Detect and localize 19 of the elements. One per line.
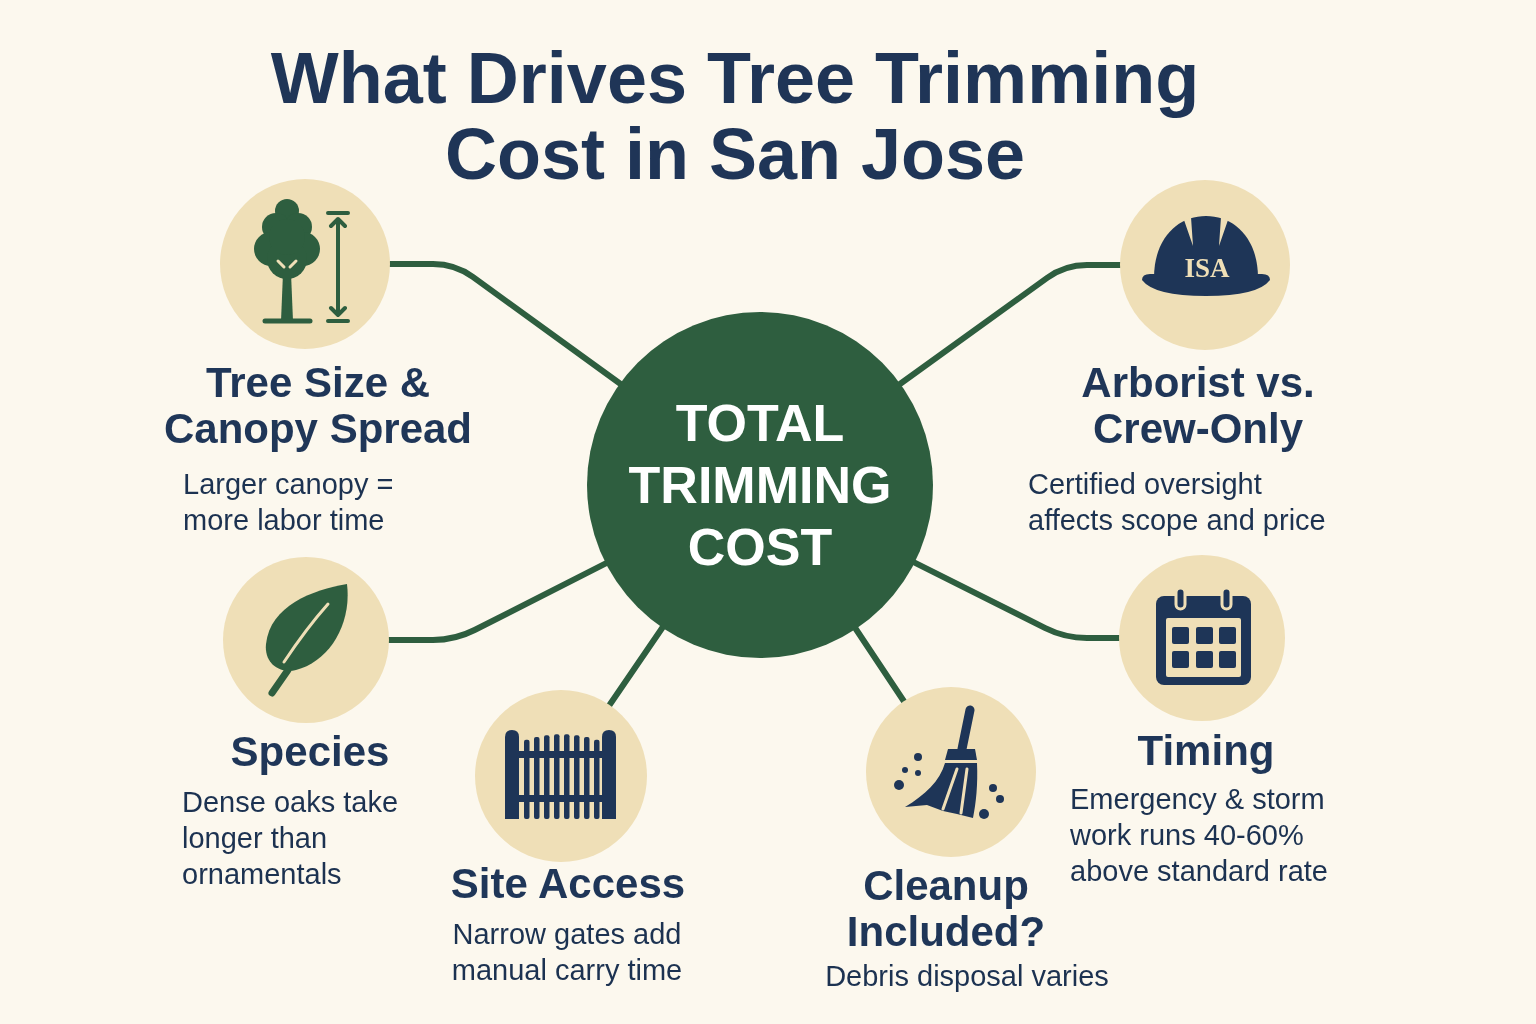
factor-description: Narrow gates add manual carry time [451,918,683,986]
connector-line [387,261,623,387]
factor-heading: Timing [1137,727,1275,774]
helmet-lettering: ISA [1184,254,1230,282]
factor-description: Certified oversight affects scope and price [1028,468,1326,536]
factor-description: Debris disposal varies [825,960,1109,992]
factor-description: Larger canopy = more labor time [183,468,394,536]
factor-description: Emergency & storm work runs 40-60% above standard rate [1070,783,1328,887]
factor-heading: Cleanup Included? [846,862,1046,955]
center-label: TOTAL TRIMMING COST [628,394,892,576]
factor-heading: Site Access [450,860,686,907]
connector-line [852,626,907,705]
title: What Drives Tree Trimming Cost in San Jose [269,40,1201,192]
connector-line [386,560,609,643]
factor-heading: Species [230,728,390,775]
factor-description: Dense oaks take longer than ornamentals [182,786,398,890]
factor-heading: Tree Size & Canopy Spread [163,359,473,452]
connector-line [606,624,666,708]
factor-heading: Arborist vs. Crew-Only [1081,359,1315,452]
